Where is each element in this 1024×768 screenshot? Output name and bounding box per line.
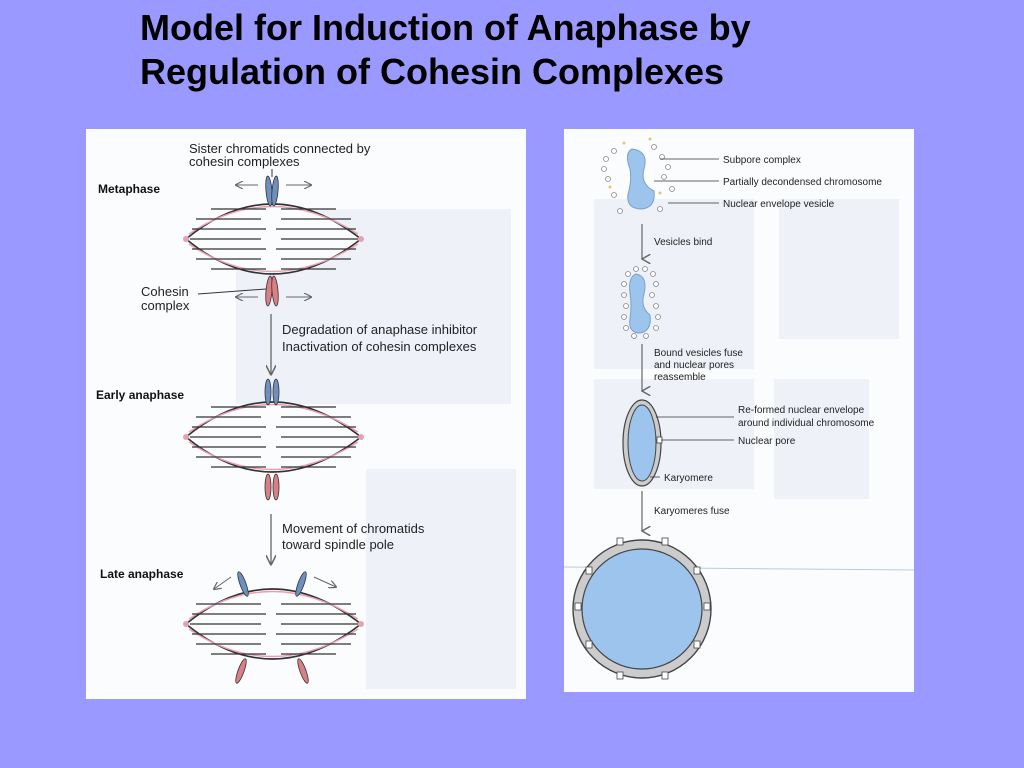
spindle-late-anaphase bbox=[183, 571, 364, 684]
nuclear-envelope-diagram: Subpore complex Partially decondensed ch… bbox=[564, 137, 914, 680]
mitosis-figure: Sister chromatids connected by cohesin c… bbox=[86, 129, 526, 699]
callout-cohesin-2: complex bbox=[141, 298, 190, 313]
spindle-early-anaphase bbox=[183, 378, 364, 501]
step-bound-fuse-3: reassemble bbox=[654, 372, 706, 383]
label-reformed-envelope-1: Re-formed nuclear envelope bbox=[738, 405, 865, 416]
step-inactivation: Inactivation of cohesin complexes bbox=[282, 339, 477, 354]
callout-cohesin: Cohesin bbox=[141, 284, 189, 299]
stage-fused-nucleus bbox=[572, 537, 712, 680]
stage-vesicles-bound bbox=[621, 266, 661, 339]
label-karyomere: Karyomere bbox=[664, 473, 713, 484]
step-bound-fuse-1: Bound vesicles fuse bbox=[654, 348, 743, 359]
stage-label-late-anaphase: Late anaphase bbox=[100, 567, 184, 581]
stage-decondensed bbox=[601, 137, 675, 214]
slide-title: Model for Induction of Anaphase by Regul… bbox=[140, 6, 1000, 94]
bg-plate bbox=[366, 469, 516, 689]
step-degradation: Degradation of anaphase inhibitor bbox=[282, 322, 478, 337]
stage-label-metaphase: Metaphase bbox=[98, 182, 160, 196]
step-toward-pole: toward spindle pole bbox=[282, 537, 394, 552]
mitosis-diagram: Sister chromatids connected by cohesin c… bbox=[96, 141, 516, 689]
label-nuclear-pore: Nuclear pore bbox=[738, 436, 796, 447]
step-karyomeres-fuse: Karyomeres fuse bbox=[654, 506, 730, 517]
label-partial-chromosome: Partially decondensed chromosome bbox=[723, 177, 882, 188]
nuclear-envelope-figure: Subpore complex Partially decondensed ch… bbox=[564, 129, 914, 692]
label-envelope-vesicle: Nuclear envelope vesicle bbox=[723, 199, 835, 210]
label-subpore: Subpore complex bbox=[723, 155, 801, 166]
step-vesicles-bind: Vesicles bind bbox=[654, 237, 712, 248]
callout-sister-chromatids: Sister chromatids connected by bbox=[189, 141, 371, 156]
spindle-metaphase bbox=[183, 175, 364, 307]
slide-title-line-1: Model for Induction of Anaphase by bbox=[140, 7, 751, 48]
step-movement: Movement of chromatids bbox=[282, 521, 425, 536]
stage-label-early-anaphase: Early anaphase bbox=[96, 388, 184, 402]
callout-sister-chromatids-2: cohesin complexes bbox=[189, 154, 300, 169]
stage-karyomere bbox=[622, 399, 663, 487]
step-bound-fuse-2: and nuclear pores bbox=[654, 360, 734, 371]
label-reformed-envelope-2: around individual chromosome bbox=[738, 418, 875, 429]
slide-title-line-2: Regulation of Cohesin Complexes bbox=[140, 51, 725, 92]
